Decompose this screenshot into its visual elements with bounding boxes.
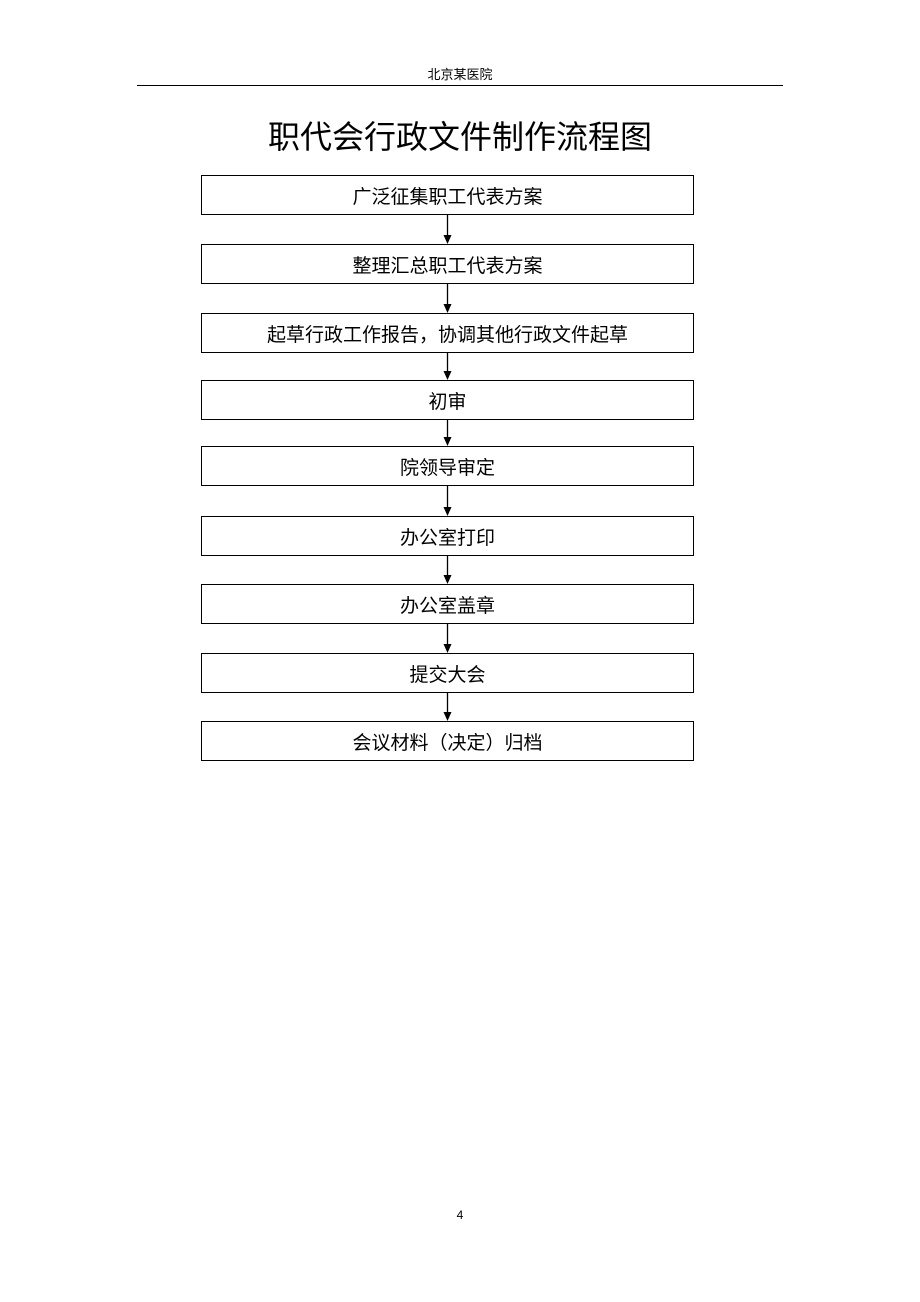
flow-step-5: 院领导审定: [201, 446, 694, 486]
arrow-7: [443, 624, 452, 653]
flowchart: 广泛征集职工代表方案 整理汇总职工代表方案 起草行政工作报告，协调其他行政文件起…: [201, 0, 694, 1302]
flow-step-9: 会议材料（决定）归档: [201, 721, 694, 761]
arrow-4: [443, 420, 452, 446]
page-header: 北京某医院: [427, 68, 493, 83]
flow-step-2: 整理汇总职工代表方案: [201, 244, 694, 284]
arrow-5: [443, 486, 452, 516]
arrow-1: [443, 215, 452, 244]
flow-step-8: 提交大会: [201, 653, 694, 693]
page-title: 职代会行政文件制作流程图: [267, 118, 652, 156]
flow-step-7: 办公室盖章: [201, 584, 694, 624]
flow-step-3: 起草行政工作报告，协调其他行政文件起草: [201, 313, 694, 353]
page-number: 4: [456, 1208, 464, 1222]
arrow-3: [443, 353, 452, 380]
flow-step-4: 初审: [201, 380, 694, 420]
arrow-2: [443, 284, 452, 313]
arrow-8: [443, 693, 452, 721]
flow-step-6: 办公室打印: [201, 516, 694, 556]
flow-step-1: 广泛征集职工代表方案: [201, 175, 694, 215]
arrow-6: [443, 556, 452, 584]
header-divider: [137, 85, 783, 86]
